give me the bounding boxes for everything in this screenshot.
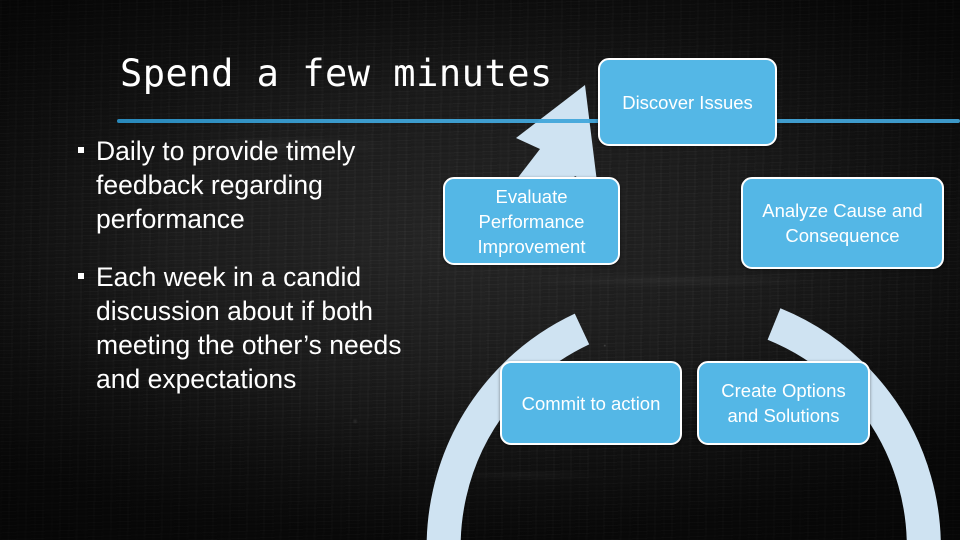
cycle-node-evaluate-performance-improvement[interactable]: Evaluate Performance Improvement bbox=[443, 177, 620, 265]
bullet-marker-icon bbox=[78, 147, 84, 153]
cycle-node-label: Discover Issues bbox=[622, 91, 753, 113]
list-item: Daily to provide timely feedback regardi… bbox=[74, 134, 404, 236]
list-item: Each week in a candid discussion about i… bbox=[74, 260, 404, 396]
cycle-node-label: Evaluate Performance Improvement bbox=[477, 185, 586, 257]
list-item-text: Daily to provide timely feedback regardi… bbox=[96, 136, 356, 234]
bullet-list: Daily to provide timely feedback regardi… bbox=[74, 134, 404, 396]
list-item-text: Each week in a candid discussion about i… bbox=[96, 262, 402, 394]
slide-title: Spend a few minutes bbox=[120, 52, 553, 95]
bullet-marker-icon bbox=[78, 273, 84, 279]
cycle-node-create-options-and-solutions[interactable]: Create Options and Solutions bbox=[697, 361, 870, 445]
cycle-node-label: Create Options and Solutions bbox=[721, 380, 846, 426]
title-underline-rule bbox=[117, 119, 960, 123]
cycle-node-commit-to-action[interactable]: Commit to action bbox=[500, 361, 682, 445]
cycle-node-label: Analyze Cause and Consequence bbox=[762, 200, 923, 246]
cycle-node-discover-issues[interactable]: Discover Issues bbox=[598, 58, 777, 146]
cycle-node-label: Commit to action bbox=[521, 392, 661, 414]
cycle-node-analyze-cause-and-consequence[interactable]: Analyze Cause and Consequence bbox=[741, 177, 944, 269]
